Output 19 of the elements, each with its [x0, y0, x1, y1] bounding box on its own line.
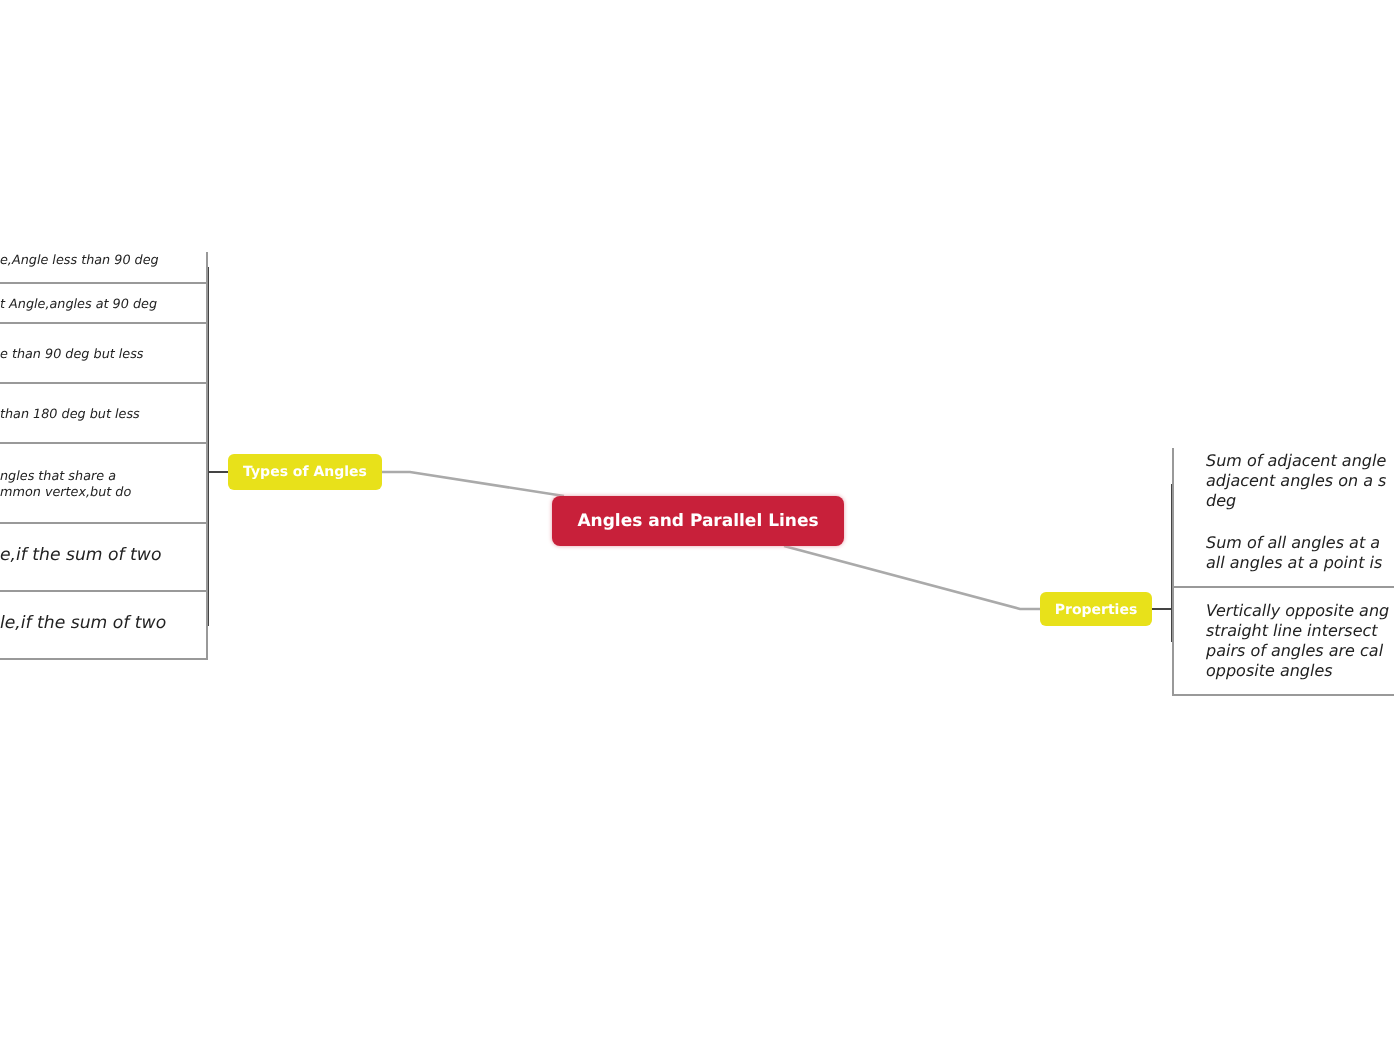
- connector-line: [207, 471, 229, 627]
- topic-box: [0, 524, 208, 592]
- topic-text: e,if the sum of two: [0, 546, 164, 568]
- topic-box: [1172, 588, 1394, 696]
- connector-line: [783, 544, 1040, 611]
- connector-line: [1151, 608, 1173, 643]
- topic-box: [0, 324, 208, 384]
- topic-box: [0, 252, 208, 282]
- topic-text: Sum of all angles at a all angles at a point is: [1206, 533, 1385, 573]
- topic-box: [0, 384, 208, 444]
- topic-box: [0, 592, 208, 660]
- central-topic: Angles and Parallel Lines: [552, 496, 844, 546]
- topic-text: Vertically opposite ang straight line intersect pairs of angles are cal opposite angles: [1206, 601, 1392, 681]
- topic-box: [1172, 520, 1394, 588]
- topic-box: [0, 282, 208, 324]
- topic-text: le,if the sum of two: [0, 614, 169, 636]
- topic-box: [0, 444, 208, 524]
- topic-text: Sum of adjacent angle adjacent angles on a s deg: [1206, 452, 1389, 512]
- connector-line: [382, 470, 565, 498]
